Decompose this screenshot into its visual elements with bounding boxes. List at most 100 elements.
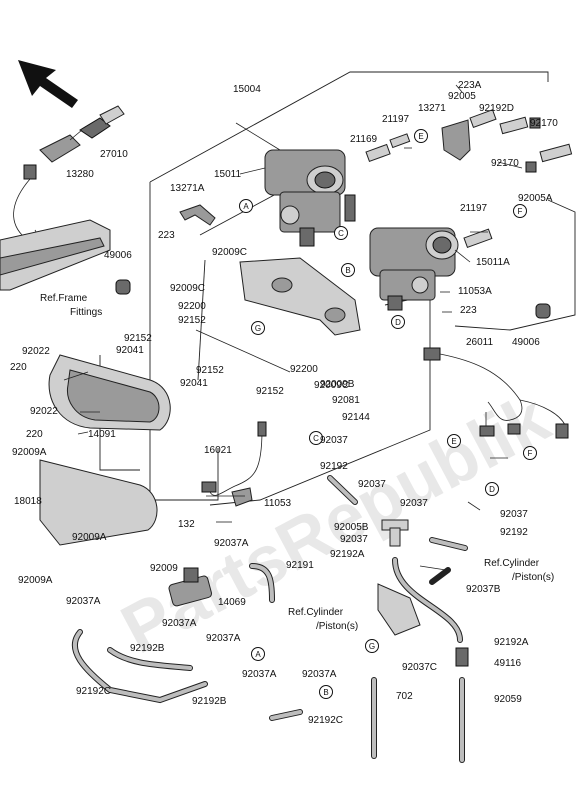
part-label-l92037A2: 92037A [162, 618, 197, 629]
part-16021-cable-end [201, 481, 217, 493]
group-frame-holder2 [197, 259, 206, 381]
part-label-l92041a: 92041 [116, 345, 144, 356]
callout-F1: F [513, 204, 527, 218]
callout-letter-F2: F [528, 449, 533, 458]
part-49116-fitting [455, 647, 469, 667]
part-label-l92022b: 92022 [30, 406, 58, 417]
part-label-l92037a: 92037 [320, 435, 348, 446]
part-label-l92009C3: 92009C [314, 380, 349, 391]
part-label-l11053: 11053 [264, 498, 292, 509]
callout-F2: F [523, 446, 537, 460]
leader-lines [63, 84, 523, 571]
part-label-l49116: 49116 [494, 658, 522, 669]
part-label-l92009: 92009 [150, 563, 178, 574]
group-frame-15004 [149, 182, 219, 501]
part-label-l92192A2: 92192A [494, 637, 529, 648]
part-label-l92037Ab: 92037A [206, 633, 241, 644]
part-label-l21169: 21169 [350, 134, 378, 145]
part-label-l18018: 18018 [14, 496, 42, 507]
part-label-l13271A: 13271A [170, 183, 205, 194]
part-21197-fitting [389, 133, 411, 149]
callout-letter-A1: A [243, 202, 249, 211]
part-49006-plug-left [115, 279, 131, 295]
callout-letter-C1: C [338, 229, 344, 238]
part-15011A-carburetor-rh [369, 227, 459, 311]
part-14091-cover [48, 354, 171, 431]
part-fuel-fittings-top [441, 109, 573, 173]
callout-letter-G2: G [369, 642, 375, 651]
part-label-l49006b: 49006 [512, 337, 540, 348]
part-label-l92037Aa: 92037A [66, 596, 101, 607]
part-label-l15011A: 15011A [476, 257, 510, 268]
part-label-refCyl1b: /Piston(s) [512, 572, 554, 583]
part-label-l15004: 15004 [233, 84, 261, 95]
part-label-l92009Ac: 92009A [18, 575, 53, 586]
callout-letter-F1: F [518, 207, 523, 216]
part-27010-connector [39, 105, 125, 163]
part-label-l92037C: 92037C [402, 662, 437, 673]
part-15011-carburetor-lh [264, 149, 356, 247]
callout-E1: E [414, 129, 428, 143]
ref-cylinder-piece [377, 583, 421, 636]
part-label-l92005: 92005 [448, 91, 476, 102]
part-18018-cover [39, 459, 158, 546]
part-92005B-t-joint [381, 519, 409, 547]
part-label-l92192a: 92192 [320, 461, 348, 472]
part-carb-holder-bracket [239, 257, 361, 336]
part-label-l92041b: 92041 [180, 378, 208, 389]
part-label-l13280: 13280 [66, 169, 94, 180]
part-26011-wiring-harness [423, 347, 569, 439]
part-label-refCyl2a: Ref.Cylinder [288, 607, 344, 618]
part-label-l92037A3: 92037A [242, 669, 277, 680]
part-label-l132: 132 [178, 519, 195, 530]
part-label-l92009C1: 92009C [212, 247, 247, 258]
group-frame-right [454, 199, 576, 331]
part-label-l15011: 15011 [214, 169, 242, 180]
group-frame-top [149, 71, 549, 183]
part-label-l49006a: 49006 [104, 250, 132, 261]
part-label-l220a: 220 [10, 362, 27, 373]
part-label-refCyl1a: Ref.Cylinder [484, 558, 540, 569]
part-label-l92152d: 92152 [256, 386, 284, 397]
part-label-l11053A: 11053A [458, 286, 492, 297]
front-arrow-icon [18, 60, 78, 108]
part-label-l92037A1: 92037A [214, 538, 249, 549]
part-label-l92144: 92144 [342, 412, 370, 423]
part-frame-fittings-plate [0, 219, 111, 291]
part-16021-cable [209, 429, 263, 496]
part-label-l92192C1: 92192C [76, 686, 111, 697]
part-label-l92037A4: 92037A [302, 669, 337, 680]
part-label-l223a: 223 [158, 230, 175, 241]
part-13280-clip [13, 164, 38, 239]
part-label-l223A: 223A [458, 80, 482, 91]
part-label-l14091: 14091 [88, 429, 116, 440]
part-label-l92009C2: 92009C [170, 283, 205, 294]
part-label-l16021: 16021 [204, 445, 232, 456]
part-label-l13271: 13271 [418, 103, 446, 114]
callout-A1: A [239, 199, 253, 213]
part-label-refFrame2: Fittings [70, 307, 102, 318]
part-label-l92192B2: 92192B [192, 696, 227, 707]
part-label-l92200a: 92200 [178, 301, 206, 312]
part-11053-bracket [231, 487, 253, 507]
part-label-l92037e: 92037 [340, 534, 368, 545]
part-92037B-joint [429, 567, 451, 585]
part-label-l92022a: 92022 [22, 346, 50, 357]
callout-C2: C [309, 431, 323, 445]
callout-B1: B [341, 263, 355, 277]
part-label-l92192D: 92192D [479, 103, 514, 114]
callout-letter-D2: D [489, 485, 495, 494]
callout-letter-E1: E [418, 132, 423, 141]
callout-E2: E [447, 434, 461, 448]
callout-C1: C [334, 226, 348, 240]
callout-B2: B [319, 685, 333, 699]
callout-G2: G [365, 639, 379, 653]
part-label-l92059: 92059 [494, 694, 522, 705]
part-label-l92037b: 92037 [358, 479, 386, 490]
part-label-refFrame1: Ref.Frame [40, 293, 88, 304]
part-label-l92191: 92191 [286, 560, 314, 571]
callout-letter-G1: G [255, 324, 261, 333]
part-13271A-bracket [179, 204, 216, 226]
part-label-l92192C2: 92192C [308, 715, 343, 726]
part-label-l21197b: 21197 [460, 203, 488, 214]
